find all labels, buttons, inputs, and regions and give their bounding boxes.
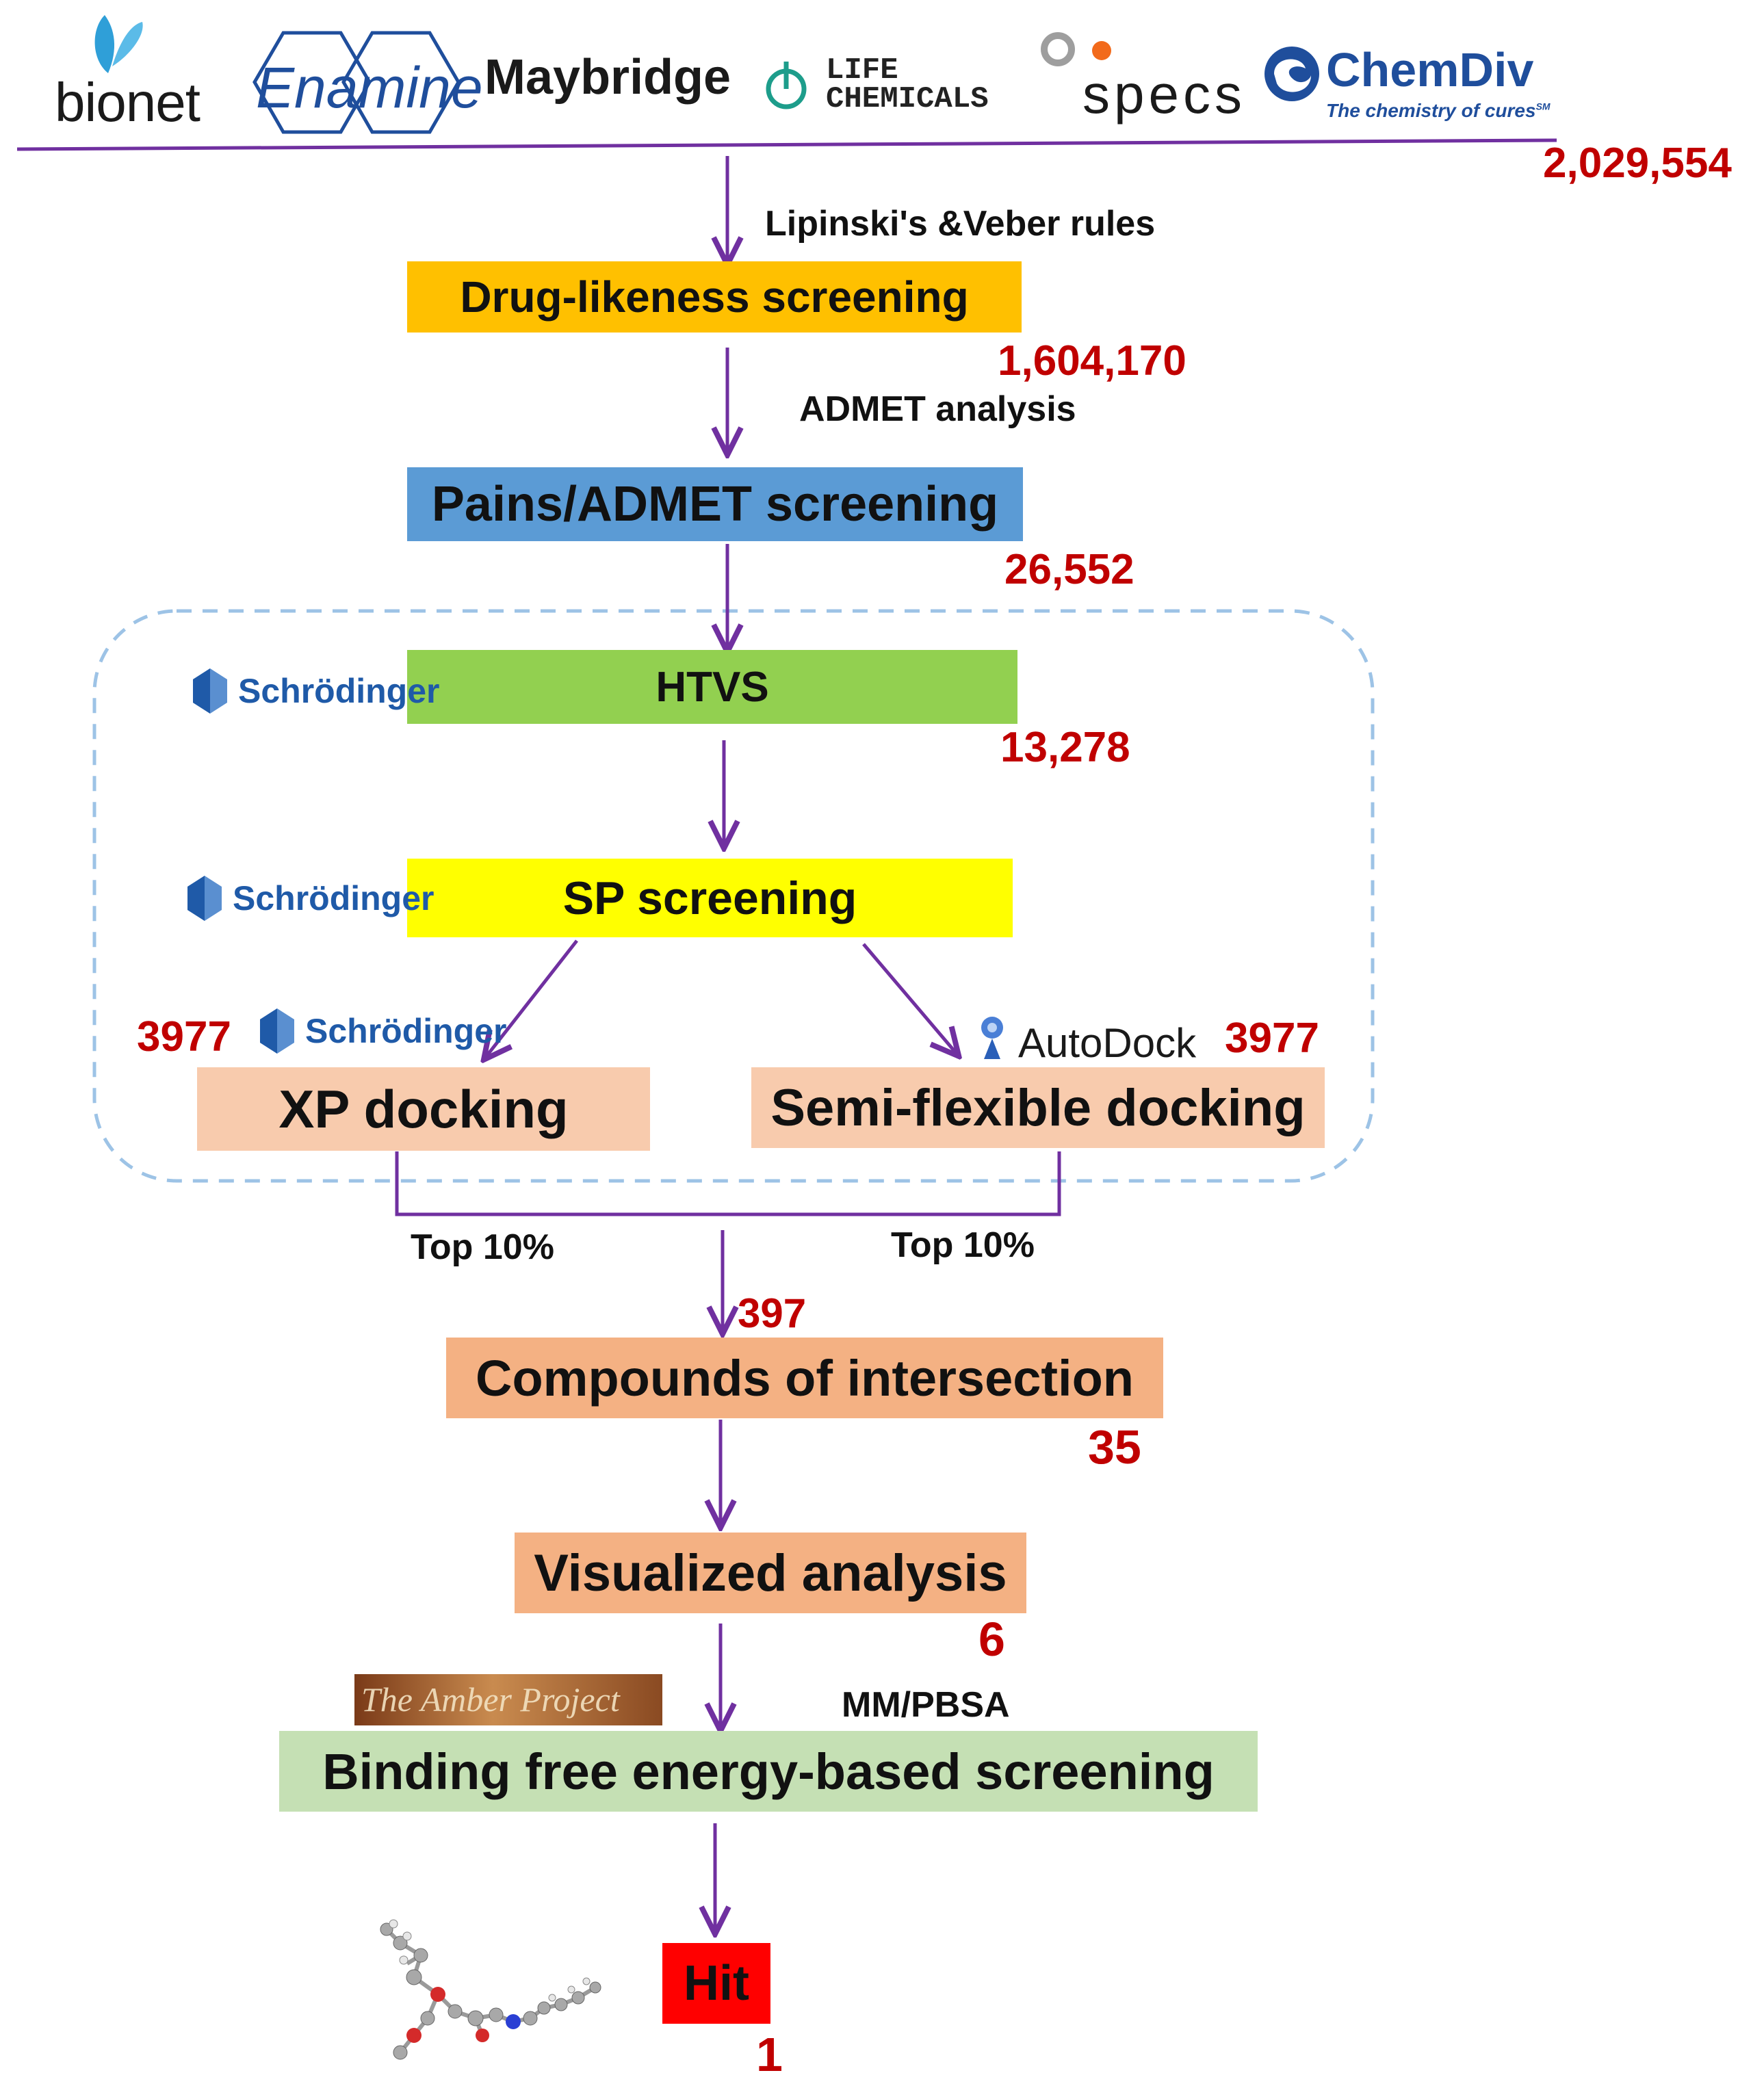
arrow-to-xp xyxy=(486,939,578,1057)
schrodinger-logo-sp: Schrödinger xyxy=(186,874,434,922)
docking-group-outline xyxy=(92,609,1375,1183)
schrodinger-crystal-icon xyxy=(187,876,222,921)
step-pains-label: Pains/ADMET screening xyxy=(431,477,999,532)
life-chemicals-leaf-icon xyxy=(766,62,807,109)
step-binding-label: Binding free energy-based screening xyxy=(322,1743,1215,1800)
count-initial: 2,029,554 xyxy=(1543,140,1732,187)
step-visual-label: Visualized analysis xyxy=(534,1543,1007,1602)
merge-bracket xyxy=(395,1151,1061,1216)
label-top-right: Top 10% xyxy=(891,1225,1035,1265)
step-xp-label: XP docking xyxy=(278,1078,569,1139)
enamine-logo: Enamine xyxy=(241,26,483,139)
count-after-druglikeness: 1,604,170 xyxy=(998,337,1186,384)
label-lipinski: Lipinski's &Veber rules xyxy=(765,204,1156,244)
maybridge-logo: Maybridge xyxy=(484,50,731,105)
specs-dots-icon xyxy=(1041,32,1111,66)
schrodinger-crystal-icon xyxy=(260,1008,294,1054)
step-intersection: Compounds of intersection xyxy=(446,1338,1163,1418)
step-semiflex-label: Semi-flexible docking xyxy=(770,1078,1306,1137)
step-druglikeness: Drug-likeness screening xyxy=(407,261,1022,333)
label-admet: ADMET analysis xyxy=(799,389,1076,429)
step-intersection-label: Compounds of intersection xyxy=(476,1349,1134,1407)
step-binding: Binding free energy-based screening xyxy=(279,1731,1258,1812)
count-xp-input: 3977 xyxy=(137,1013,231,1060)
step-druglikeness-label: Drug-likeness screening xyxy=(460,272,969,322)
count-semiflex-input: 3977 xyxy=(1225,1015,1319,1062)
bionet-logo: bionet xyxy=(55,8,233,133)
step-sp-label: SP screening xyxy=(562,872,857,924)
arrow-to-semiflex xyxy=(862,943,957,1054)
label-mmpbsa: MM/PBSA xyxy=(842,1685,1010,1725)
chemdiv-tagline: The chemistry of cures xyxy=(1326,100,1536,121)
label-top-left: Top 10% xyxy=(411,1227,554,1267)
count-top-merged: 397 xyxy=(738,1290,807,1336)
step-semiflex: Semi-flexible docking xyxy=(751,1067,1325,1148)
count-hit: 1 xyxy=(756,2028,783,2081)
step-pains: Pains/ADMET screening xyxy=(407,467,1023,541)
step-htvs-label: HTVS xyxy=(656,663,769,711)
step-hit: Hit xyxy=(662,1943,770,2024)
hit-molecule-image xyxy=(380,1919,601,2060)
schrodinger-logo-htvs: Schrödinger xyxy=(192,667,439,715)
step-hit-label: Hit xyxy=(684,1956,749,2011)
source-libraries-underline xyxy=(16,138,1557,151)
specs-logo: specs xyxy=(1033,27,1259,130)
step-xp: XP docking xyxy=(197,1067,650,1151)
count-after-admet: 26,552 xyxy=(1004,546,1134,593)
autodock-icon xyxy=(981,1017,1003,1059)
chemdiv-sm-mark: SM xyxy=(1535,101,1551,112)
step-visual: Visualized analysis xyxy=(515,1533,1026,1613)
autodock-logo: AutoDock xyxy=(977,1014,1223,1069)
schrodinger-crystal-icon xyxy=(193,668,227,714)
count-after-visual: 6 xyxy=(978,1613,1005,1666)
count-after-intersection: 35 xyxy=(1088,1420,1141,1474)
schrodinger-logo-xp: Schrödinger xyxy=(259,1007,506,1055)
chemdiv-logo: ChemDiv The chemistry of curesSM xyxy=(1260,42,1555,131)
step-htvs: HTVS xyxy=(407,650,1017,724)
bionet-butterfly-icon xyxy=(94,15,143,73)
step-sp: SP screening xyxy=(407,859,1013,937)
count-after-htvs: 13,278 xyxy=(1000,724,1130,771)
enamine-hexagons-icon xyxy=(252,31,461,134)
chemdiv-swirl-icon xyxy=(1264,47,1319,101)
life-chemicals-logo: LIFE CHEMICALS xyxy=(763,53,1030,122)
amber-project-logo: The Amber Project xyxy=(354,1674,662,1725)
